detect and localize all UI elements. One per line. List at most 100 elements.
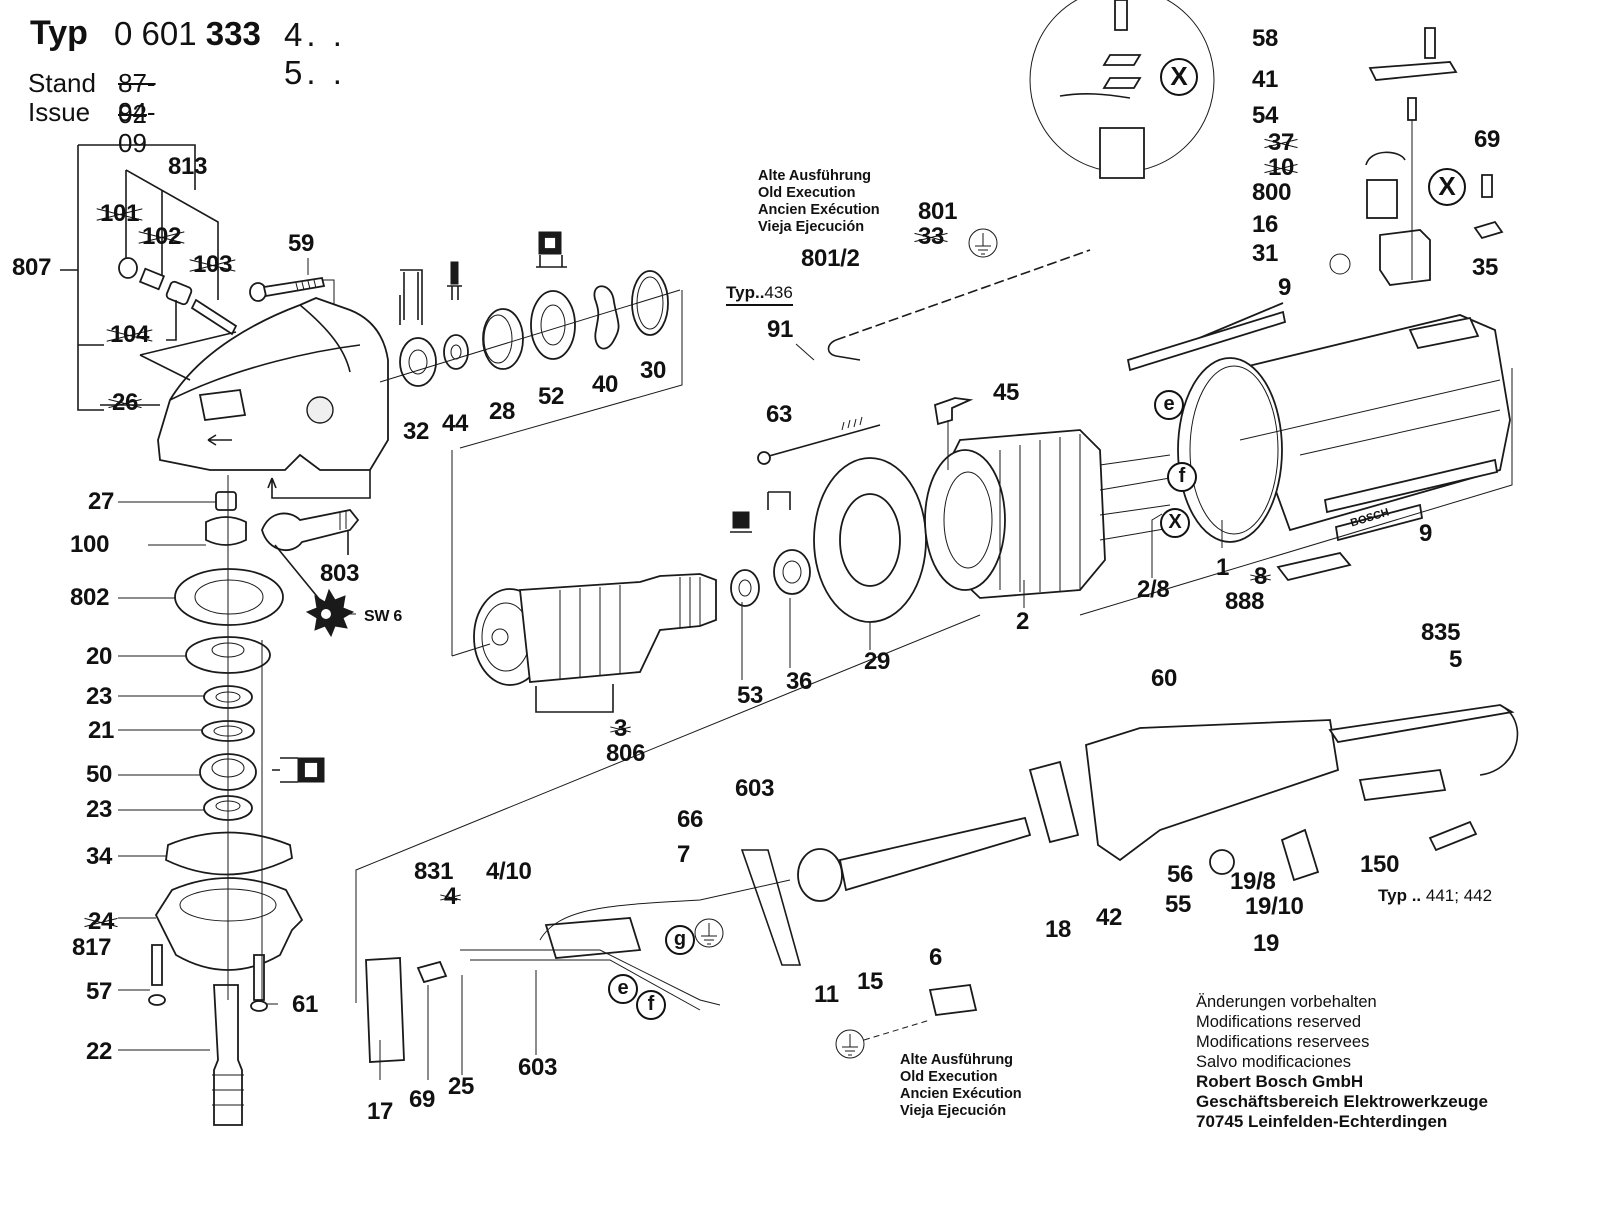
part-label-superseded: 24	[88, 908, 115, 935]
type-number-main: 333	[205, 15, 261, 52]
old-execution-note-bottom: Alte Ausführung Old Execution Ancien Exé…	[900, 1052, 1022, 1120]
part-label: 45	[993, 379, 1020, 406]
part-label: 41	[1252, 66, 1279, 93]
part-label: 15	[857, 968, 884, 995]
part-label: 888	[1225, 588, 1265, 615]
stand-row: Stand 87-02	[28, 68, 156, 129]
part-label: 27	[88, 488, 115, 515]
part-label: 56	[1167, 861, 1194, 888]
part-label: 59	[288, 230, 315, 257]
circle-g-marker: g	[665, 925, 695, 955]
part-label: 1	[1216, 554, 1230, 581]
stand-value-struck: 87-02	[118, 68, 156, 129]
part-label: 100	[70, 531, 110, 558]
typ-441-442-note: Typ .. 441; 442	[1378, 886, 1492, 906]
armature	[451, 450, 717, 713]
part-label: 802	[70, 584, 110, 611]
part-label: 5	[1449, 646, 1463, 673]
upper-bearing-stack	[379, 231, 683, 449]
part-label: 2	[1016, 608, 1030, 635]
part-label: 19	[1253, 930, 1280, 957]
company-name: Robert Bosch GmbH	[1196, 1072, 1364, 1091]
motor-housing	[1079, 302, 1513, 616]
part-label: 69	[1474, 126, 1501, 153]
circle-f-marker: f	[1167, 462, 1197, 492]
note-line: Vieja Ejecución	[758, 219, 865, 235]
part-label: 150	[1360, 851, 1400, 878]
part-label: 60	[1151, 665, 1178, 692]
footer-line: Salvo modificaciones	[1196, 1053, 1351, 1071]
part-label: 53	[737, 682, 764, 709]
note-line: Ancien Exécution	[758, 202, 880, 218]
note-line: Ancien Exécution	[900, 1086, 1022, 1102]
part-label: 31	[1252, 240, 1279, 267]
part-label: 35	[1472, 254, 1499, 281]
typ-dots: ..	[1411, 886, 1422, 905]
old-execution-note-top: Alte Ausführung Old Execution Ancien Exé…	[758, 168, 880, 236]
part-label: 603	[735, 775, 775, 802]
footer-notice: Änderungen vorbehalten Modifications res…	[1196, 992, 1488, 1132]
part-label-superseded: 102	[142, 223, 182, 250]
header-typ-label: Typ	[30, 14, 88, 52]
part-label-superseded: 101	[100, 200, 140, 227]
part-label: 4/10	[486, 858, 532, 885]
part-label: 803	[320, 560, 360, 587]
variant-5: 5. .	[284, 54, 346, 91]
part-label: 63	[766, 401, 793, 428]
issue-label: Issue	[28, 97, 91, 127]
note-line: Vieja Ejecución	[900, 1103, 1007, 1119]
type-number-prefix: 0 601	[114, 15, 197, 52]
part-label: 50	[86, 761, 113, 788]
part-label: 25	[448, 1073, 475, 1100]
part-label-superseded: 3	[614, 715, 628, 742]
part-label: 54	[1252, 102, 1279, 129]
part-label-superseded: 10	[1268, 154, 1295, 181]
part-label: 69	[409, 1086, 436, 1113]
type-number: 0 601 333	[114, 15, 261, 53]
part-label: 55	[1165, 891, 1192, 918]
part-label-superseded: 26	[112, 389, 139, 416]
footer-line: Modifications reservees	[1196, 1033, 1370, 1051]
part-label: 40	[592, 371, 619, 398]
part-label: 61	[292, 991, 319, 1018]
switch-wiring	[355, 614, 1519, 1063]
circle-e-marker: e	[1154, 390, 1184, 420]
stand-label: Stand	[28, 68, 96, 98]
part-label: 58	[1252, 25, 1279, 52]
typ-value: 436	[764, 283, 793, 302]
part-label: 19/10	[1245, 893, 1304, 920]
gear-stack	[148, 475, 360, 1126]
part-label: 52	[538, 383, 565, 410]
part-label-superseded: 103	[193, 251, 233, 278]
leader-lines	[118, 501, 1223, 1080]
part-label: 19/8	[1230, 868, 1276, 895]
sw6-label: SW 6	[364, 608, 402, 625]
part-label: 9	[1419, 520, 1433, 547]
part-label: 831	[414, 858, 454, 885]
gear-housing	[100, 297, 389, 499]
part-label: 91	[767, 316, 794, 343]
part-label: 813	[168, 153, 208, 180]
part-label: 66	[677, 806, 704, 833]
parts-101-104	[118, 257, 238, 341]
typ-label: Typ	[1378, 886, 1407, 905]
part-label: 18	[1045, 916, 1072, 943]
part-label: 44	[442, 410, 469, 437]
part-label: 603	[518, 1054, 558, 1081]
issue-value: 94-09	[118, 97, 156, 158]
part-label: 11	[814, 981, 839, 1008]
note-line: Old Execution	[900, 1069, 998, 1085]
note-line: Old Execution	[758, 185, 856, 201]
part-label: 21	[88, 717, 115, 744]
part-label: 23	[86, 796, 113, 823]
part-label: 801/2	[801, 245, 860, 272]
part-label: 28	[489, 398, 516, 425]
part-label: 34	[86, 843, 113, 870]
part-label: 22	[86, 1038, 113, 1065]
brush-assembly	[1029, 0, 1504, 286]
motor-parts	[730, 397, 1171, 623]
part-label: 57	[86, 978, 113, 1005]
part-label: 817	[72, 934, 112, 961]
